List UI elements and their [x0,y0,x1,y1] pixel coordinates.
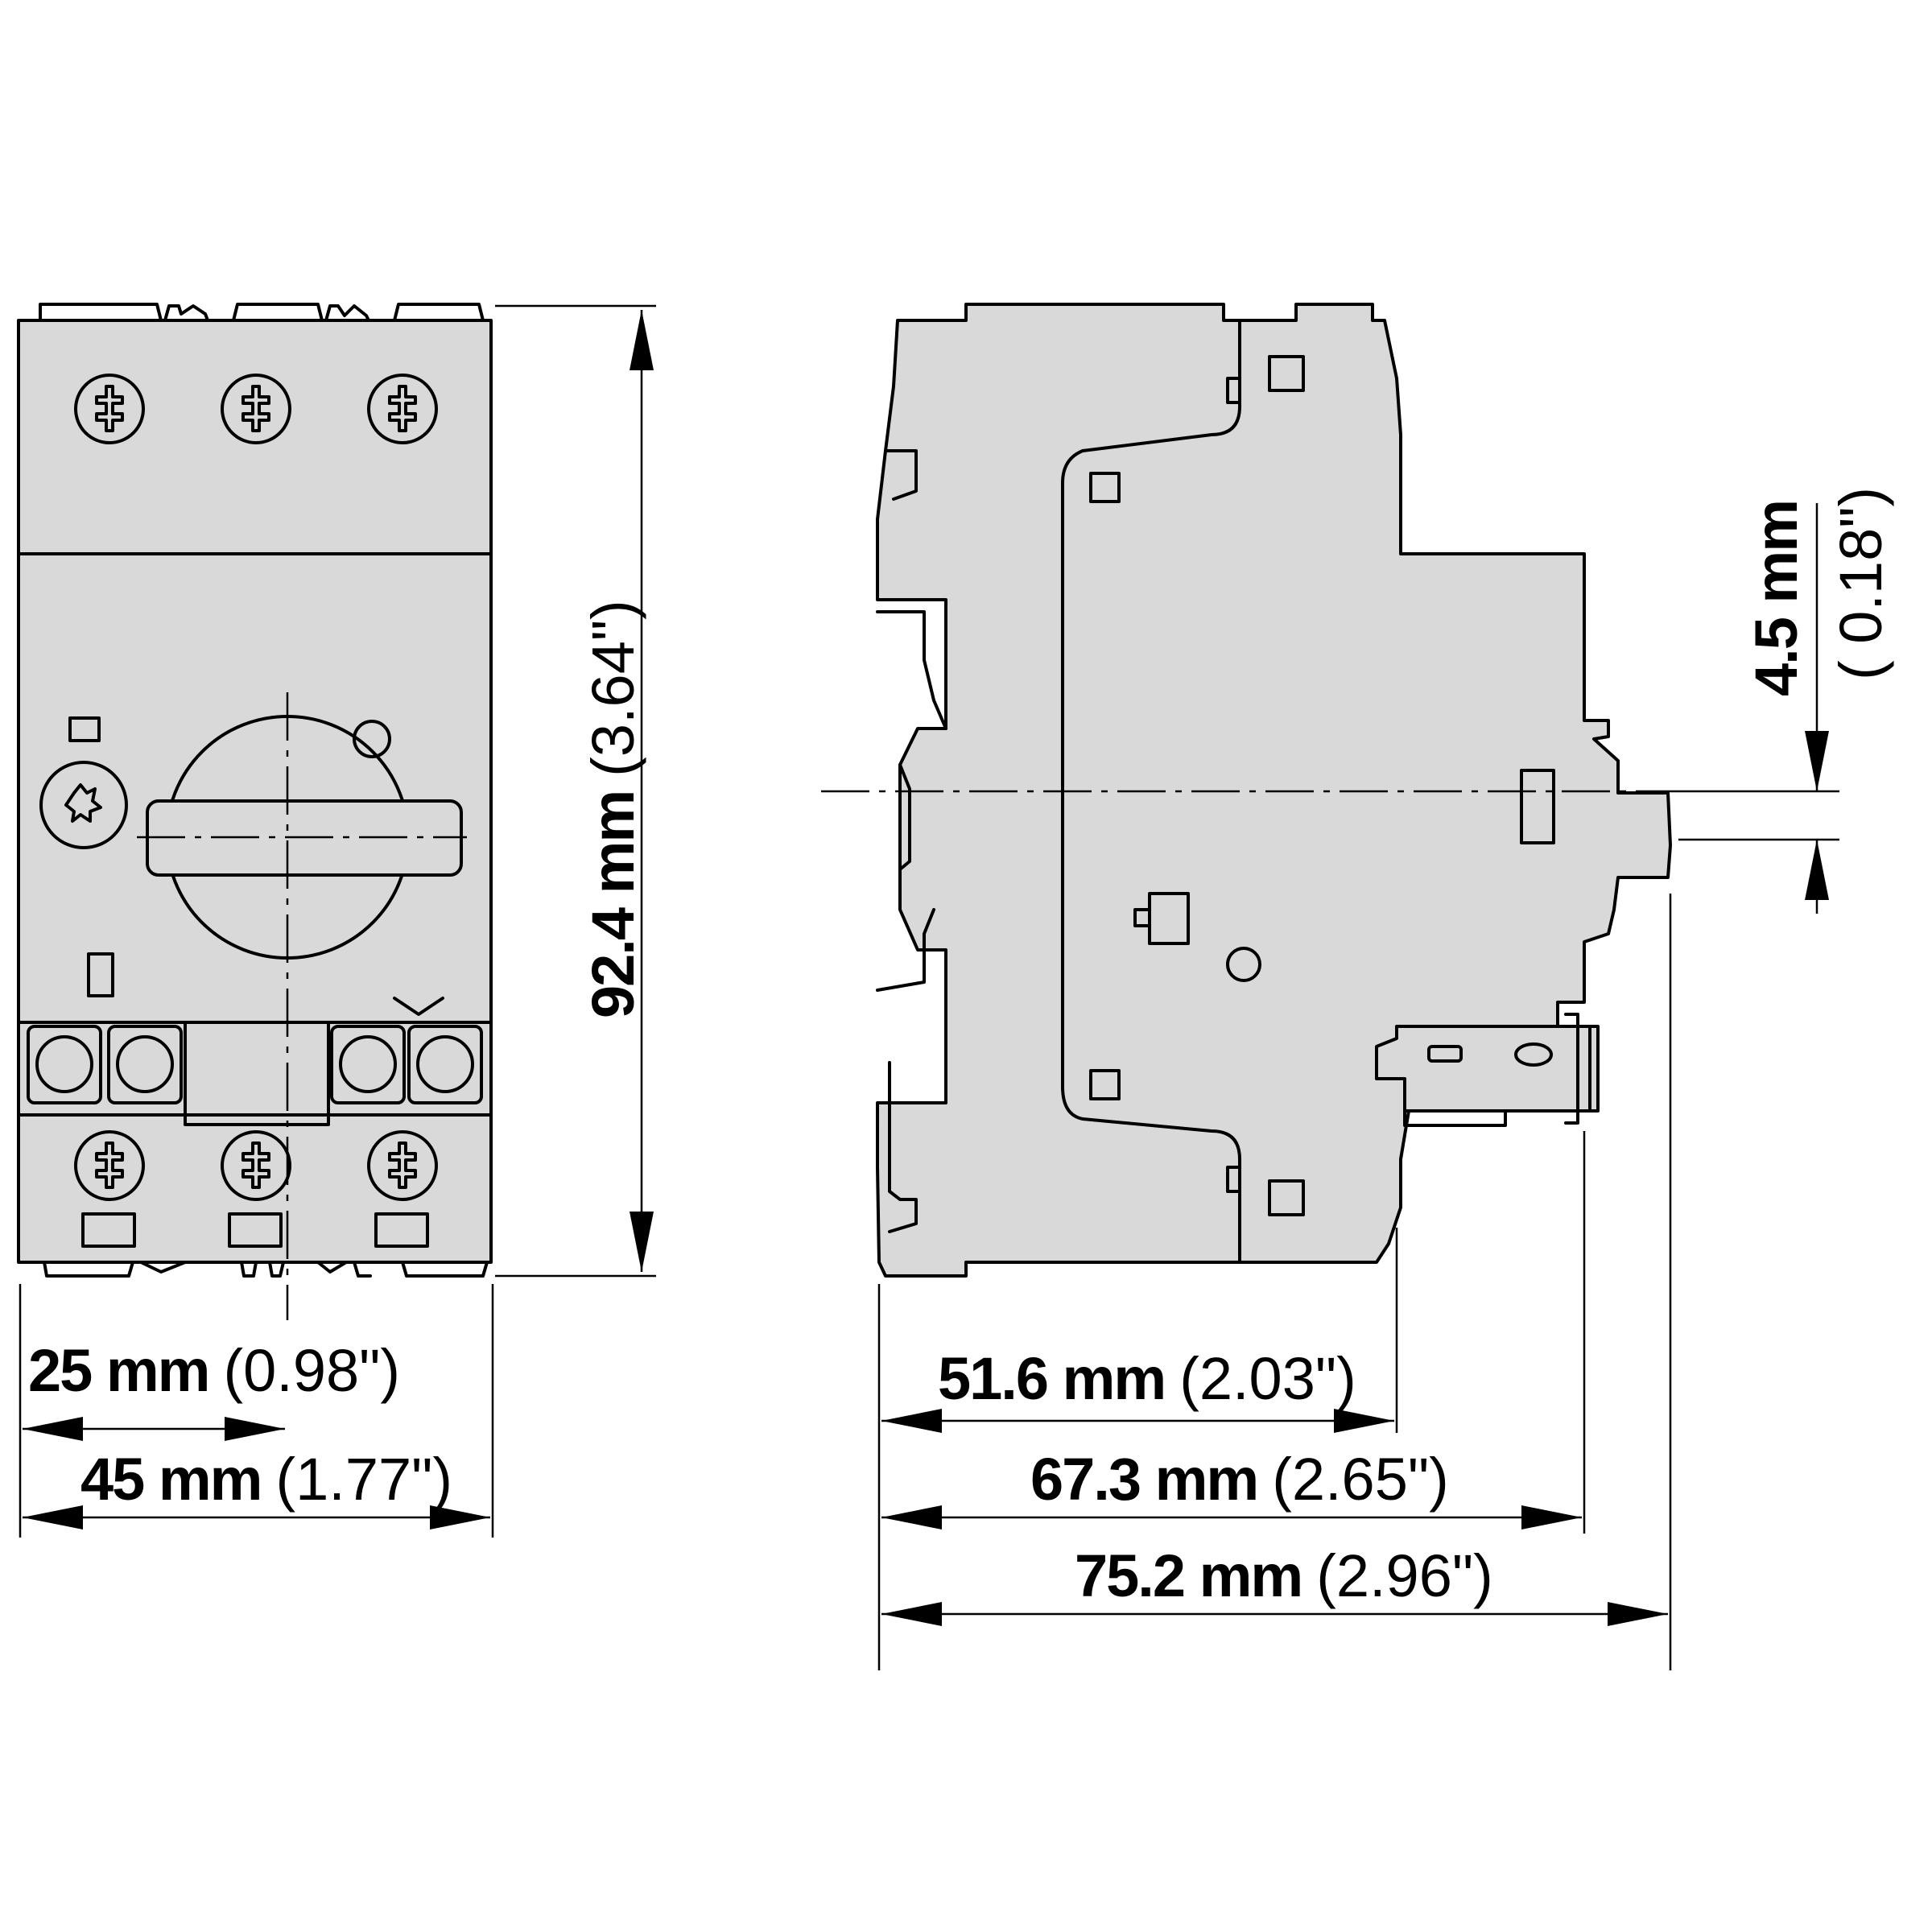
dimension-labels: 92.4 mm(3.64") 25 mm(0.98") 45 mm(1.77")… [28,487,1894,1609]
side-body [876,303,1672,1278]
dim-handle-offset-imperial: ( 0.18") [1827,487,1894,680]
dim-center-offset-label: 25 mm(0.98") [28,1337,400,1404]
dim-depth-total-label: 75.2 mm(2.96") [1075,1542,1493,1609]
screw-icon [221,374,291,444]
side-view [821,303,1678,1278]
cage-clamp-terminals [27,1025,483,1104]
dim-width-label: 45 mm(1.77") [80,1446,452,1513]
top-terminal-screws [74,374,438,444]
adjust-screw-icon [39,761,128,849]
dimension-lines [19,304,1839,1670]
front-view [17,303,493,1320]
bottom-terminal-screws [74,1130,438,1248]
screw-icon [367,374,438,444]
dim-height-label: 92.4 mm(3.64") [580,600,646,1018]
dim-depth-body-label: 51.6 mm(2.03") [938,1345,1356,1412]
dim-depth-mid-label: 67.3 mm(2.65") [1030,1446,1449,1513]
dim-handle-offset-metric: 4.5 mm [1743,501,1810,696]
auxiliary-contact [1375,1013,1591,1127]
front-body [17,319,493,1264]
screw-icon [74,374,145,444]
